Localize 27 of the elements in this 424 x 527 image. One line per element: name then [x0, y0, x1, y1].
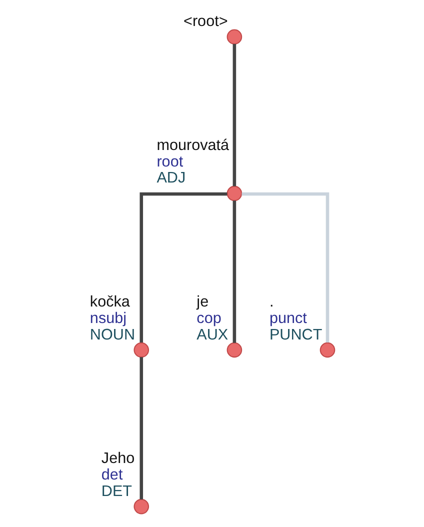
node-circle — [320, 342, 336, 358]
connector — [242, 192, 330, 342]
node-label: DET — [101, 482, 132, 500]
connector — [232, 44, 236, 186]
node-label: je — [196, 293, 209, 310]
node-circle — [226, 29, 242, 45]
connector — [140, 192, 228, 342]
node-circle — [134, 342, 150, 358]
node-label: punct — [269, 310, 307, 327]
node-circle — [226, 186, 242, 202]
node-circle — [134, 498, 150, 514]
connector — [140, 357, 144, 500]
node-label: NOUN — [90, 326, 136, 344]
node-label: cop — [196, 310, 222, 327]
node-label: Jeho — [101, 450, 135, 467]
node-label: mourovatá — [156, 136, 230, 154]
node-label: <root> — [184, 13, 228, 30]
node-label: AUX — [196, 326, 228, 344]
node-circle — [226, 342, 242, 358]
node-label: kočka — [90, 293, 130, 310]
node-label: nsubj — [90, 310, 127, 327]
node-label: PUNCT — [269, 326, 322, 344]
connector — [232, 200, 236, 343]
node-label: ADJ — [156, 170, 186, 187]
node-label: root — [156, 153, 184, 170]
node-label: . — [269, 293, 274, 310]
node-label: det — [101, 466, 123, 484]
